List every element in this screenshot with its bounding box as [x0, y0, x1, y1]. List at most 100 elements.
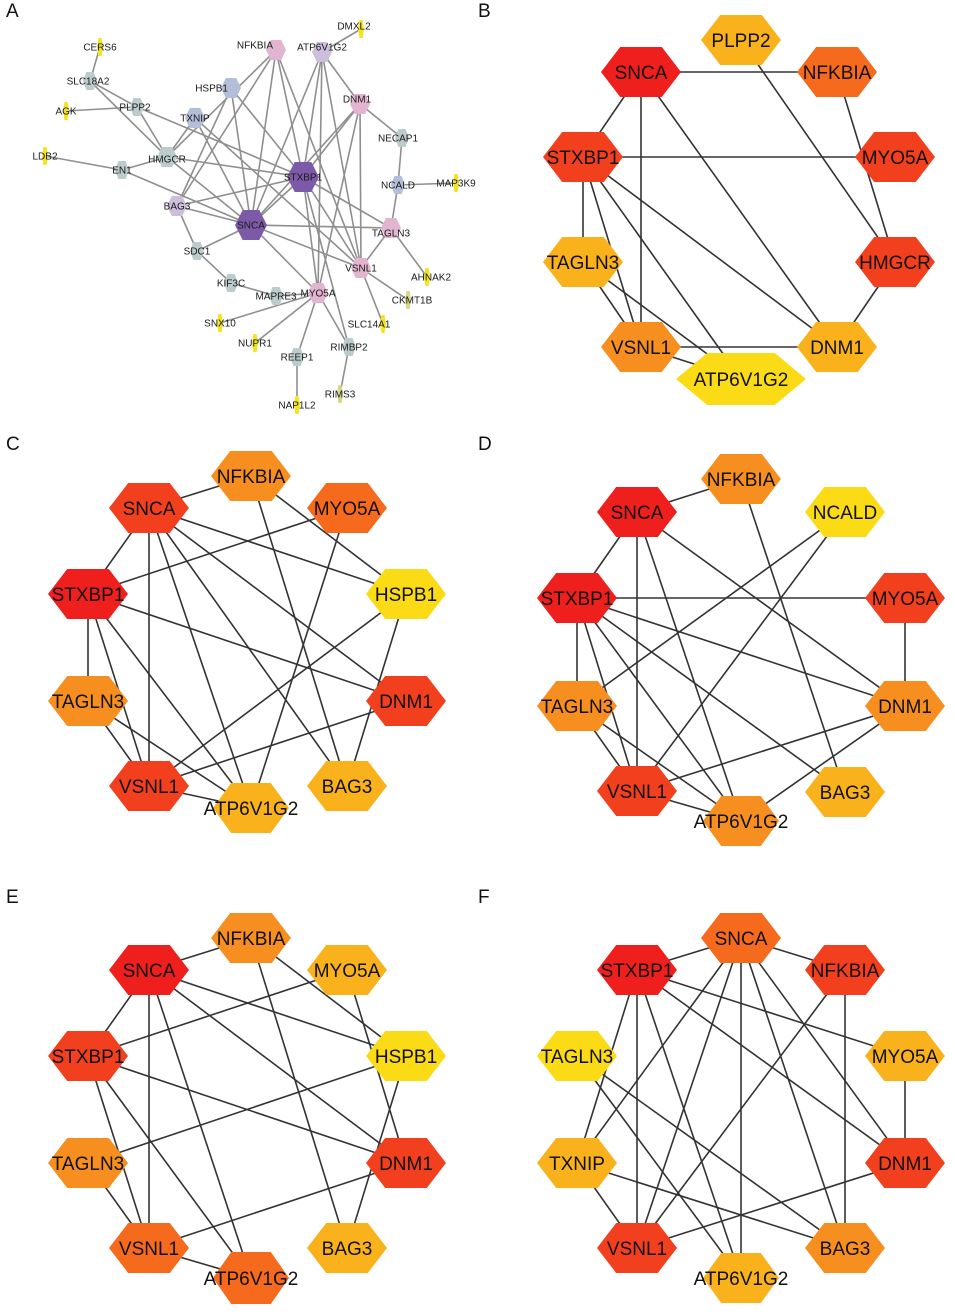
- network-node-nfkbia: [266, 40, 286, 60]
- panel-c-node-label-vsnl1: VSNL1: [119, 777, 179, 798]
- panel-f-edge-txnip-bag3: [576, 1162, 846, 1249]
- panel-b-node-plpp2: [701, 15, 781, 65]
- network-node-nap1l2: [294, 396, 300, 414]
- panel-b-node-stxbp1: [543, 132, 623, 182]
- panel-c-node-label-nfkbia: NFKBIA: [217, 467, 286, 488]
- panel-d-edge-stxbp1-atp6v1g2: [576, 597, 742, 822]
- panel-b-node-atp6v1g2: [676, 353, 806, 405]
- panel-d-node-label-atp6v1g2: ATP6V1G2: [694, 812, 789, 833]
- network-node-slc18a2: [83, 72, 97, 90]
- panel-f-node-vsnl1: [597, 1223, 677, 1273]
- network-edge-slc18a2-hmgcr: [89, 80, 168, 158]
- panel-c-node-label-dnm1: DNM1: [379, 692, 433, 713]
- network-node-label-slc14a1: SLC14A1: [348, 320, 391, 331]
- panel-e-node-myo5a: [307, 945, 387, 995]
- network-node-rims3: [337, 385, 343, 403]
- panel-e-node-stxbp1: [48, 1031, 128, 1081]
- panel-d-nodes: NFKBIANCALDMYO5ADNM1BAG3ATP6V1G2VSNL1TAG…: [537, 454, 945, 846]
- panel-d-edge-stxbp1-dnm1: [576, 597, 906, 707]
- panel-f-edge-stxbp1-atp6v1g2: [636, 969, 742, 1279]
- network-node-label-nupr1: NUPR1: [238, 339, 272, 350]
- network-edge-hmgcr-snca: [166, 156, 252, 226]
- network-node-map3k9: [453, 174, 459, 192]
- panel-c-node-label-atp6v1g2: ATP6V1G2: [204, 799, 299, 820]
- network-edge-nfkbia-hmgcr: [166, 49, 277, 158]
- panel-b-node-tagln3: [543, 237, 623, 287]
- network-node-label-slc18a2: SLC18A2: [67, 77, 110, 88]
- panel-d-edge-stxbp1-bag3: [576, 597, 846, 793]
- panel-d-node-label-snca: SNCA: [611, 503, 664, 524]
- panel-e-hub-network: NFKBIAMYO5AHSPB1DNM1BAG3ATP6V1G2VSNL1TAG…: [48, 913, 446, 1304]
- network-edge-nfkbia-vsnl1: [275, 49, 362, 269]
- network-edge-myo5a-snx10: [219, 292, 319, 324]
- panel-f-edge-tagln3-bag3: [576, 1055, 846, 1249]
- network-edge-tagln3-stxbp1: [302, 176, 392, 229]
- panel-f-edge-snca-dnm1: [740, 937, 906, 1164]
- network-node-reep1: [290, 348, 304, 366]
- panel-d-node-label-ncald: NCALD: [813, 503, 877, 524]
- network-edge-ldb2-en1: [44, 155, 123, 171]
- panel-c-nodes: NFKBIAMYO5AHSPB1DNM1BAG3ATP6V1G2VSNL1TAG…: [48, 451, 446, 833]
- network-node-ncald: [391, 176, 405, 194]
- network-edge-vsnl1-snca: [250, 224, 362, 269]
- panel-e-node-dnm1: [366, 1138, 446, 1188]
- network-edge-en1-snca: [121, 169, 252, 226]
- network-node-label-rims3: RIMS3: [325, 390, 356, 401]
- network-edge-atp6v1g2-stxbp1: [302, 51, 323, 178]
- panel-c-edge-snca-hspb1: [148, 507, 407, 595]
- network-edge-vsnl1-stxbp1: [302, 176, 362, 269]
- network-node-label-rimbp2: RIMBP2: [330, 343, 368, 354]
- network-node-label-ahnak2: AHNAK2: [411, 273, 451, 284]
- network-edge-txnip-vsnl1: [194, 117, 362, 269]
- panel-e-node-label-stxbp1: STXBP1: [52, 1047, 125, 1068]
- network-node-cers6: [97, 38, 103, 56]
- panel-d-node-label-bag3: BAG3: [820, 783, 871, 804]
- panel-e-node-label-myo5a: MYO5A: [314, 961, 381, 982]
- panel-c-edges: [87, 475, 407, 809]
- panel-e-node-label-atp6v1g2: ATP6V1G2: [204, 1269, 299, 1290]
- panel-f-node-atp6v1g2: [703, 1253, 779, 1303]
- panel-f-edge-nfkbia-vsnl1: [636, 969, 846, 1249]
- panel-e-edge-vsnl1-dnm1: [148, 1162, 407, 1249]
- network-node-label-snx10: SNX10: [204, 319, 236, 330]
- network-edge-txnip-snca: [194, 117, 252, 226]
- panel-d-edge-snca-dnm1: [636, 511, 906, 707]
- network-node-label-stxbp1: STXBP1: [284, 173, 323, 184]
- panel-d-node-label-stxbp1: STXBP1: [541, 589, 614, 610]
- panel-f-node-label-atp6v1g2: ATP6V1G2: [694, 1269, 789, 1290]
- panel-f-node-tagln3: [537, 1031, 617, 1081]
- network-node-label-kif3c: KIF3C: [217, 279, 245, 290]
- panel-d-node-tagln3: [537, 681, 617, 731]
- panel-e-node-label-vsnl1: VSNL1: [119, 1239, 179, 1260]
- panel-b-node-label-vsnl1: VSNL1: [611, 338, 671, 359]
- panel-f-edge-snca-bag3: [740, 937, 846, 1249]
- network-node-label-plpp2: PLPP2: [119, 103, 151, 114]
- panel-c-node-tagln3: [48, 676, 128, 726]
- panel-c-node-dnm1: [366, 676, 446, 726]
- panel-e-edge-snca-dnm1: [148, 969, 407, 1164]
- panel-d-node-nfkbia: [701, 454, 781, 504]
- network-node-label-en1: EN1: [112, 166, 132, 177]
- panel-f-node-bag3: [805, 1223, 885, 1273]
- panel-d-node-atp6v1g2: [703, 796, 779, 846]
- network-node-snca: [235, 210, 267, 240]
- panel-f-node-label-dnm1: DNM1: [878, 1154, 932, 1175]
- panel-c-node-label-hspb1: HSPB1: [375, 585, 437, 606]
- panel-b-node-label-nfkbia: NFKBIA: [803, 63, 872, 84]
- panel-b-node-hmgcr: [855, 237, 935, 287]
- panel-f-node-myo5a: [865, 1031, 945, 1081]
- network-node-label-hspb1: HSPB1: [195, 84, 228, 95]
- panel-c-node-label-snca: SNCA: [123, 499, 176, 520]
- network-node-label-snca: SNCA: [237, 221, 265, 232]
- panel-c-edge-nfkbia-hspb1: [250, 475, 407, 595]
- network-node-label-txnip: TXNIP: [180, 114, 210, 125]
- network-node-dmxl2: [358, 20, 364, 38]
- panel-c-node-snca: [109, 483, 189, 533]
- panel-d-node-label-myo5a: MYO5A: [872, 589, 939, 610]
- panel-f-node-label-stxbp1: STXBP1: [601, 961, 674, 982]
- network-node-label-nfkbia: NFKBIA: [237, 41, 273, 52]
- panel-b-edge-snca-dnm1: [640, 71, 838, 348]
- panel-f-node-dnm1: [865, 1138, 945, 1188]
- panel-d-node-snca: [597, 487, 677, 537]
